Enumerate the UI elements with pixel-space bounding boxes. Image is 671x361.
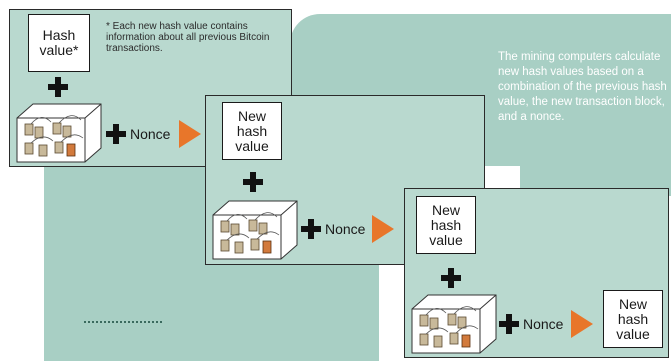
- transaction-block-icon: [16, 103, 102, 163]
- nonce-label-1: Nonce: [130, 126, 171, 142]
- footnote: * Each new hash value contains informati…: [106, 21, 270, 54]
- transaction-block-icon: [212, 200, 298, 260]
- nonce-label-2: Nonce: [325, 221, 366, 237]
- hash-value-box-4: New hash value: [603, 290, 663, 348]
- continuation-dots: [84, 321, 162, 323]
- nonce-label-3: Nonce: [523, 316, 564, 332]
- plus-icon: [301, 219, 321, 239]
- hash-value-box-1: Hash value*: [28, 14, 90, 72]
- plus-icon: [106, 124, 126, 144]
- plus-icon: [441, 268, 461, 288]
- arrow-right-icon: [372, 215, 394, 243]
- plus-icon: [48, 77, 68, 97]
- plus-icon: [243, 172, 263, 192]
- hash-value-box-3: New hash value: [416, 196, 476, 254]
- arrow-right-icon: [571, 310, 593, 338]
- plus-icon: [499, 314, 519, 334]
- diagram-caption: The mining computers calculate new hash …: [498, 51, 667, 123]
- hash-value-box-2: New hash value: [222, 102, 282, 160]
- arrow-right-icon: [179, 120, 201, 148]
- transaction-block-icon: [411, 294, 497, 354]
